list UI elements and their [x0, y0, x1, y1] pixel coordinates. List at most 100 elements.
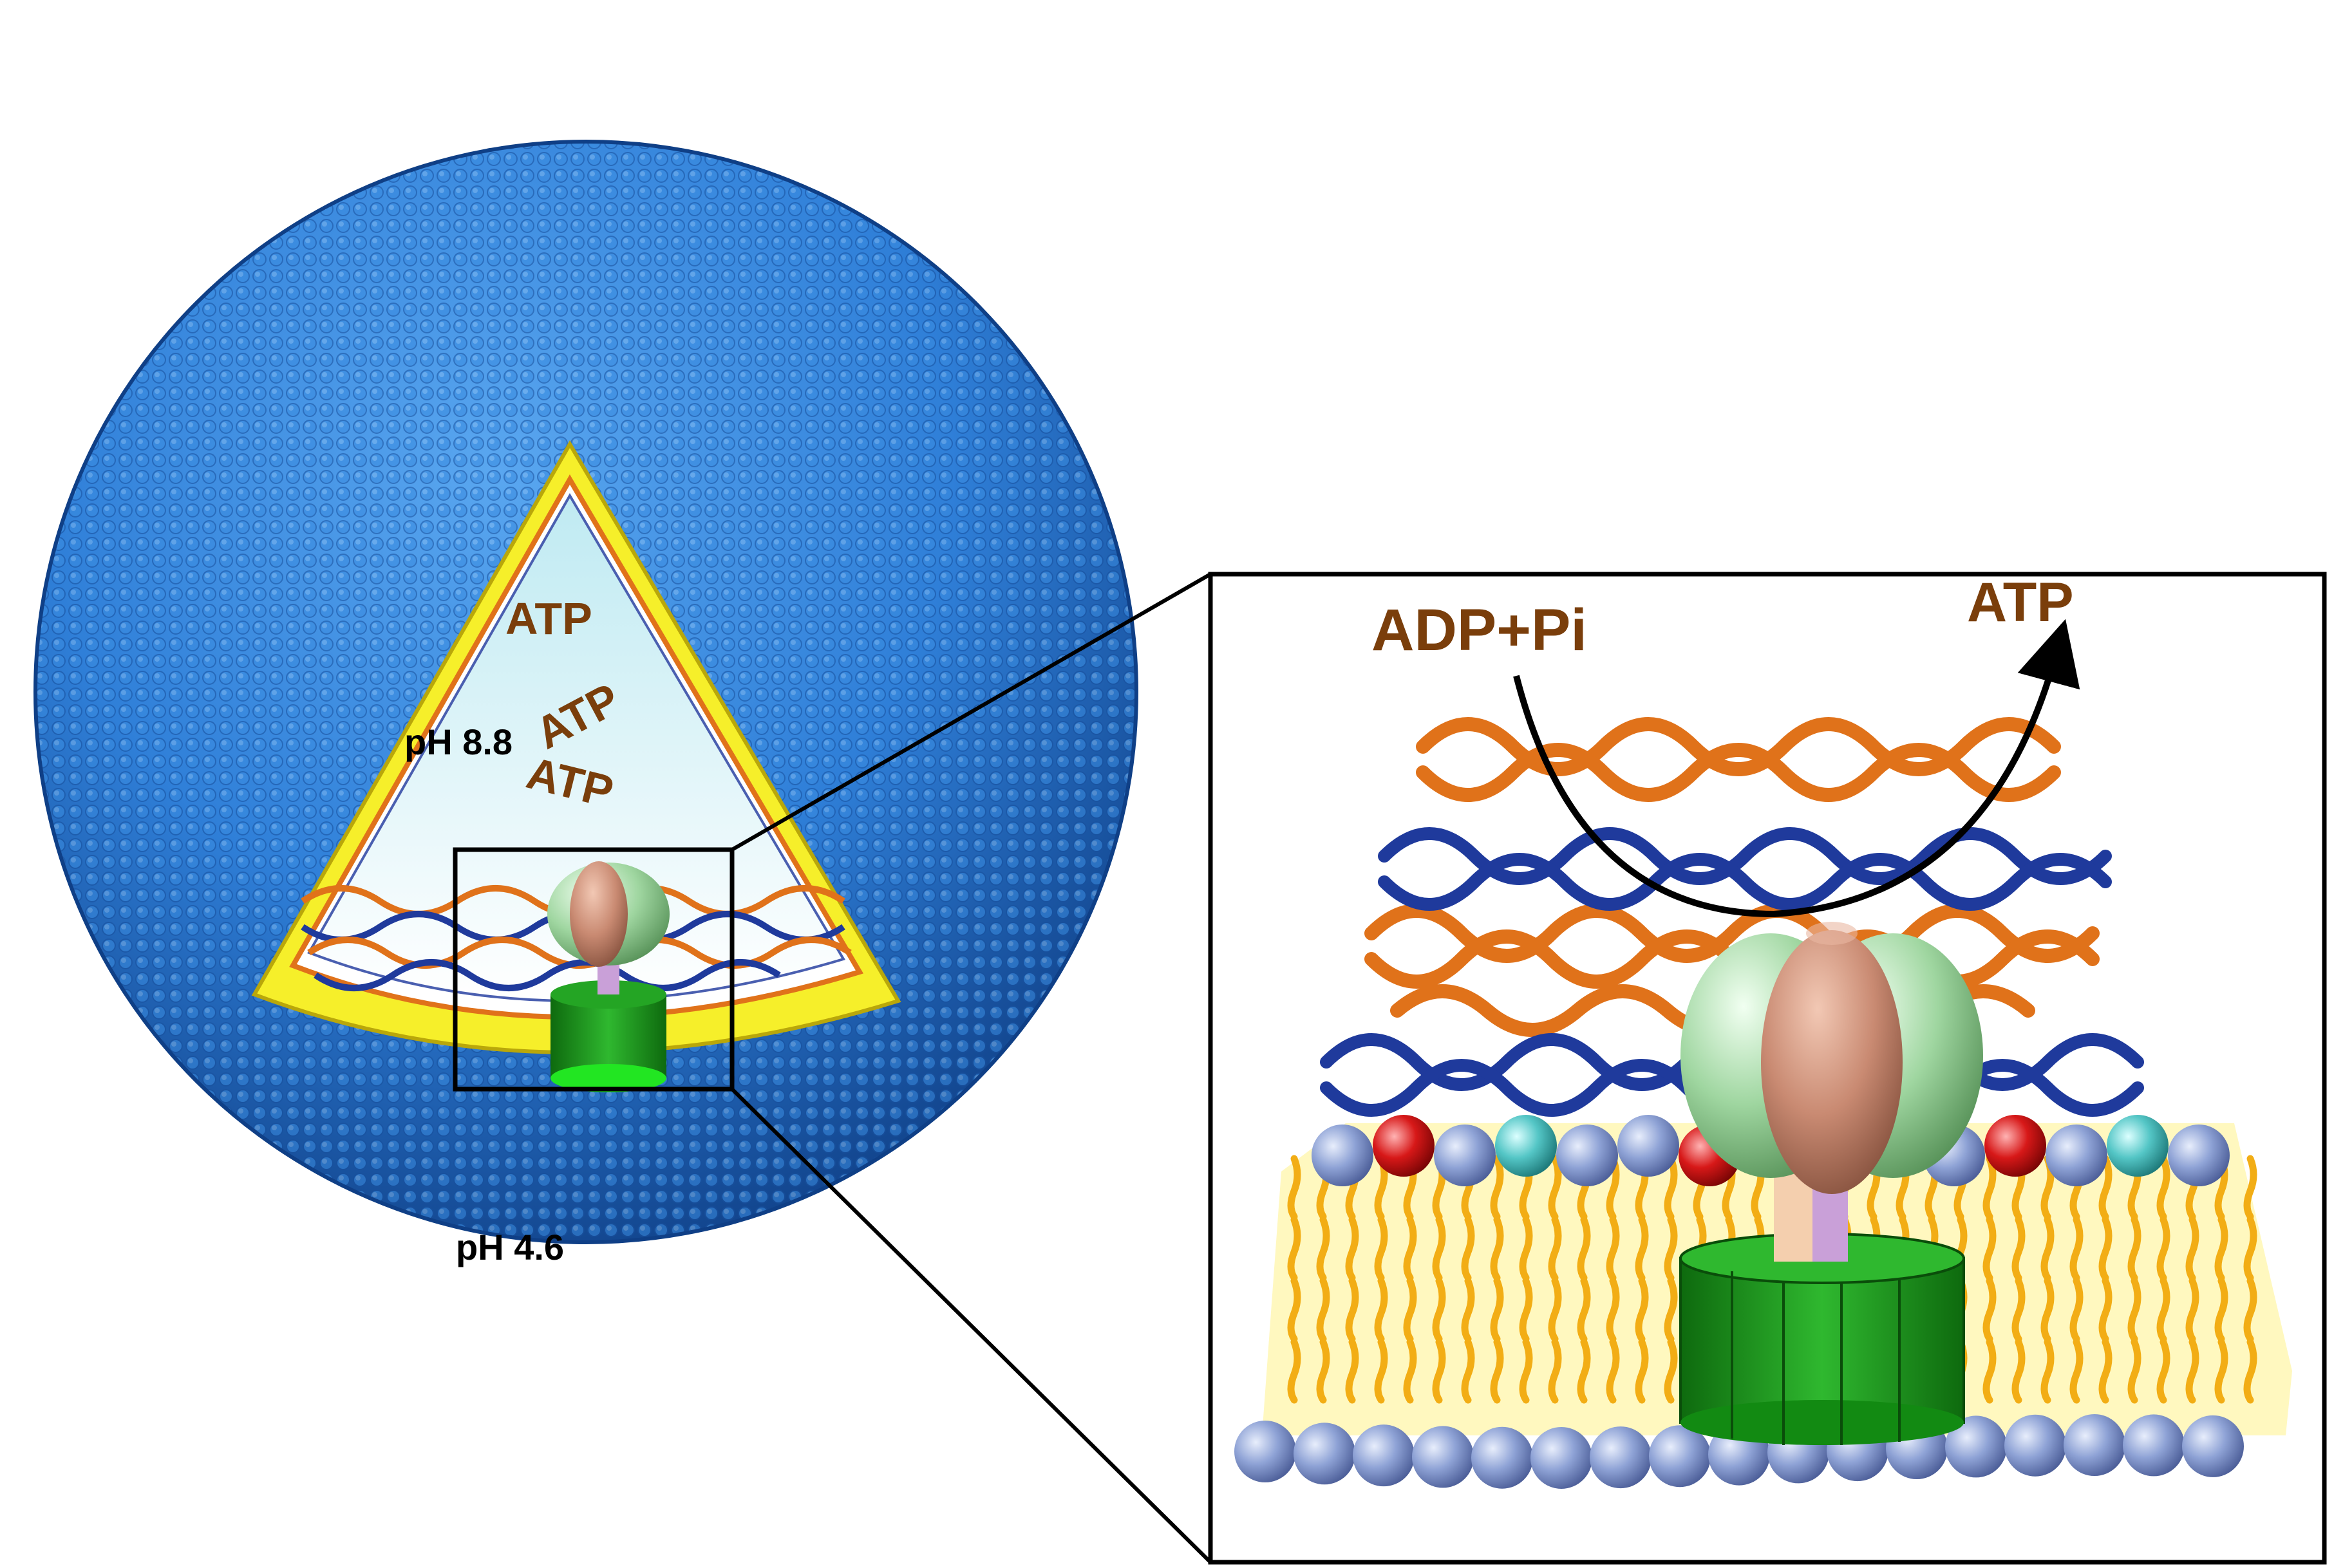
mini-atp-synthase [547, 861, 670, 1092]
lipid-tail [1374, 1216, 1388, 1282]
lipid-tail [1519, 1338, 1533, 1404]
lipid-tail [1664, 1155, 1678, 1220]
headgroup-upper [1495, 1115, 1557, 1177]
lipid-tail [1635, 1338, 1649, 1404]
lipid-tail [1345, 1338, 1359, 1404]
lipid-tail [1316, 1216, 1330, 1282]
headgroup-upper [1373, 1115, 1435, 1177]
lipid-tail [2243, 1155, 2257, 1220]
lipid-tail [2185, 1338, 2199, 1404]
ph-outside-label: pH 4.6 [456, 1227, 564, 1267]
lipid-tail [2156, 1277, 2170, 1343]
lipid-tail [1519, 1216, 1533, 1282]
lipid-tail [1461, 1338, 1475, 1404]
lipid-tail [1635, 1277, 1649, 1343]
lipid-tail [2040, 1277, 2055, 1343]
lipid-tail [2214, 1216, 2228, 1282]
lipid-tail [2156, 1155, 2170, 1220]
lipid-tail [1982, 1338, 1997, 1404]
lipid-tail [1403, 1216, 1417, 1282]
lipid-tail [1316, 1277, 1330, 1343]
headgroup-upper [1556, 1125, 1618, 1186]
lipid-tail [1432, 1277, 1446, 1343]
headgroup-lower [1471, 1426, 1533, 1489]
lipid-tail [2127, 1216, 2141, 1282]
headgroup-upper [1984, 1115, 2046, 1177]
headgroup-lower [1412, 1426, 1474, 1488]
lipid-tail [2011, 1338, 2026, 1404]
lipid-tail [1635, 1216, 1649, 1282]
lipid-tail [1490, 1338, 1504, 1404]
lipid-tail [1577, 1216, 1591, 1282]
lipid-tail [2098, 1277, 2113, 1343]
zoom-inset-panel: ADP+Pi ATP [1208, 572, 2327, 1565]
reaction-product-label: ATP [1967, 572, 2074, 633]
lipid-tail [2156, 1216, 2170, 1282]
lipid-tail [1664, 1338, 1678, 1404]
headgroup-lower [1945, 1415, 2007, 1478]
lipid-tail [2098, 1338, 2113, 1404]
lipid-tail [1403, 1338, 1417, 1404]
f1-head-brown-center [1761, 930, 1903, 1194]
headgroup-upper [2046, 1125, 2107, 1186]
headgroup-lower [2064, 1414, 2125, 1477]
lipid-tail [2040, 1216, 2055, 1282]
lipid-tail [2243, 1277, 2257, 1343]
lipid-tail [2156, 1338, 2170, 1404]
lipid-tail [1982, 1155, 1997, 1220]
lipid-tail [2214, 1277, 2228, 1343]
lipid-tail [1461, 1216, 1475, 1282]
lipid-tail [1403, 1277, 1417, 1343]
lipid-tail [2214, 1338, 2228, 1404]
lipid-tail [1287, 1338, 1301, 1404]
lipid-tail [1287, 1277, 1301, 1343]
lipid-tail [1548, 1155, 1562, 1220]
reaction-arrow [1513, 619, 2080, 918]
lipid-tail [1664, 1277, 1678, 1343]
headgroup-upper [2168, 1125, 2230, 1186]
lipid-tail [1982, 1277, 1997, 1343]
lipid-tail [1664, 1216, 1678, 1282]
headgroup-upper [2107, 1115, 2169, 1177]
lipid-tail [2069, 1338, 2084, 1404]
headgroup-lower [1530, 1426, 1592, 1489]
headgroup-lower [2182, 1415, 2244, 1477]
headgroup-lower [1234, 1421, 1296, 1482]
lipid-tail [1519, 1277, 1533, 1343]
lipid-tail [2185, 1277, 2199, 1343]
lipid-tail [2040, 1338, 2055, 1404]
lipid-tail [1548, 1338, 1562, 1404]
cutaway-wedge [251, 440, 901, 1092]
lipid-tail [1374, 1277, 1388, 1343]
lipid-tail [2011, 1277, 2026, 1343]
lipid-tail [2243, 1338, 2257, 1404]
lipid-tail [1345, 1277, 1359, 1343]
lipid-tail [2069, 1277, 2084, 1343]
lipid-tail [1432, 1216, 1446, 1282]
ph-inside-label: pH 8.8 [404, 722, 513, 762]
zoom-source-box [453, 847, 735, 1092]
lipid-tail [2098, 1155, 2113, 1220]
headgroup-upper [1434, 1125, 1496, 1186]
atp-label-top: ATP [505, 593, 592, 644]
lipid-tail [1548, 1216, 1562, 1282]
lipid-tail [1490, 1277, 1504, 1343]
headgroup-lower [2123, 1414, 2185, 1477]
lipid-tail [1577, 1338, 1591, 1404]
lipid-tail [2185, 1216, 2199, 1282]
headgroup-lower [1590, 1426, 1652, 1489]
lipid-tail [1374, 1338, 1388, 1404]
lipid-tail [2127, 1338, 2141, 1404]
lipid-tail [1287, 1155, 1301, 1220]
lipid-tail [1287, 1216, 1301, 1282]
lipid-tail [2243, 1216, 2257, 1282]
zoom-connector-bottom [730, 1087, 1212, 1564]
lipid-tail [1548, 1277, 1562, 1343]
lipid-tail [1606, 1155, 1620, 1220]
lipid-tail [1606, 1277, 1620, 1343]
lipid-tail [1490, 1216, 1504, 1282]
lipid-tail [1316, 1338, 1330, 1404]
lipid-tail [2011, 1216, 2026, 1282]
atp-synthase [1679, 922, 1983, 1445]
